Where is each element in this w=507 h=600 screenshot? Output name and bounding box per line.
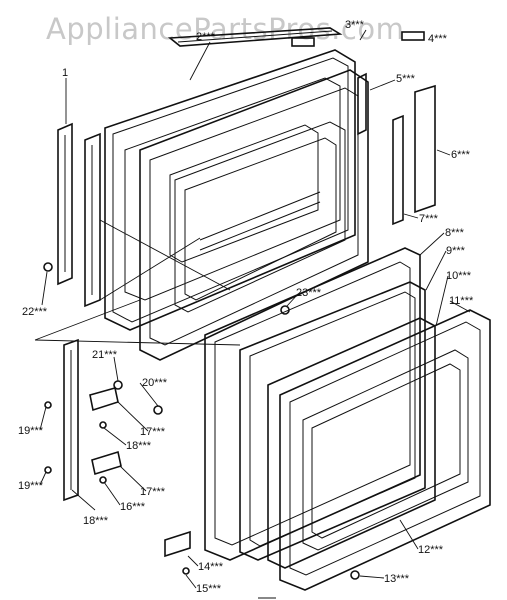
callout-10: 10*** xyxy=(446,270,472,282)
callout-20: 20*** xyxy=(142,377,168,389)
callout-21: 21*** xyxy=(92,349,118,361)
callout-4: 4*** xyxy=(428,33,448,45)
callout-17a: 17*** xyxy=(140,426,166,438)
callout-23: 23*** xyxy=(296,287,322,299)
callout-16: 16*** xyxy=(120,501,146,513)
leader-lines xyxy=(39,29,471,589)
callout-9: 9*** xyxy=(446,245,466,257)
callout-2: 2*** xyxy=(196,31,216,43)
callout-7: 7*** xyxy=(419,213,439,225)
callout-1: 1 xyxy=(62,67,68,79)
callout-22: 22*** xyxy=(22,306,48,318)
screws xyxy=(43,31,425,580)
window-frame xyxy=(279,309,491,591)
left-side-strip xyxy=(84,132,101,308)
callout-3: 3*** xyxy=(345,19,365,31)
exploded-guide-lines xyxy=(34,219,241,346)
gasket-strip xyxy=(57,122,73,286)
callout-19a: 19*** xyxy=(18,425,44,437)
side-trim-strips xyxy=(357,72,436,226)
top-trim xyxy=(167,27,343,47)
callout-5: 5*** xyxy=(396,73,416,85)
callout-labels: 1 2*** 3*** 4*** 5*** 6*** 7*** 8*** 9**… xyxy=(18,19,474,595)
inner-door-panel xyxy=(139,69,369,361)
callout-19b: 19*** xyxy=(18,480,44,492)
callout-18b: 18*** xyxy=(83,515,109,527)
callout-8: 8*** xyxy=(445,227,465,239)
callout-6: 6*** xyxy=(451,149,471,161)
glass-panes xyxy=(239,281,436,569)
callout-14: 14*** xyxy=(198,561,224,573)
callout-13: 13*** xyxy=(384,573,410,585)
watermark: AppliancePartsPros.com xyxy=(46,12,405,46)
middle-frame xyxy=(204,247,421,561)
callout-18a: 18*** xyxy=(126,440,152,452)
callout-15: 15*** xyxy=(196,583,222,595)
callout-12: 12*** xyxy=(418,544,444,556)
callout-11: 11*** xyxy=(449,295,474,307)
outer-door-frame xyxy=(104,49,356,331)
callout-17b: 17*** xyxy=(140,486,166,498)
